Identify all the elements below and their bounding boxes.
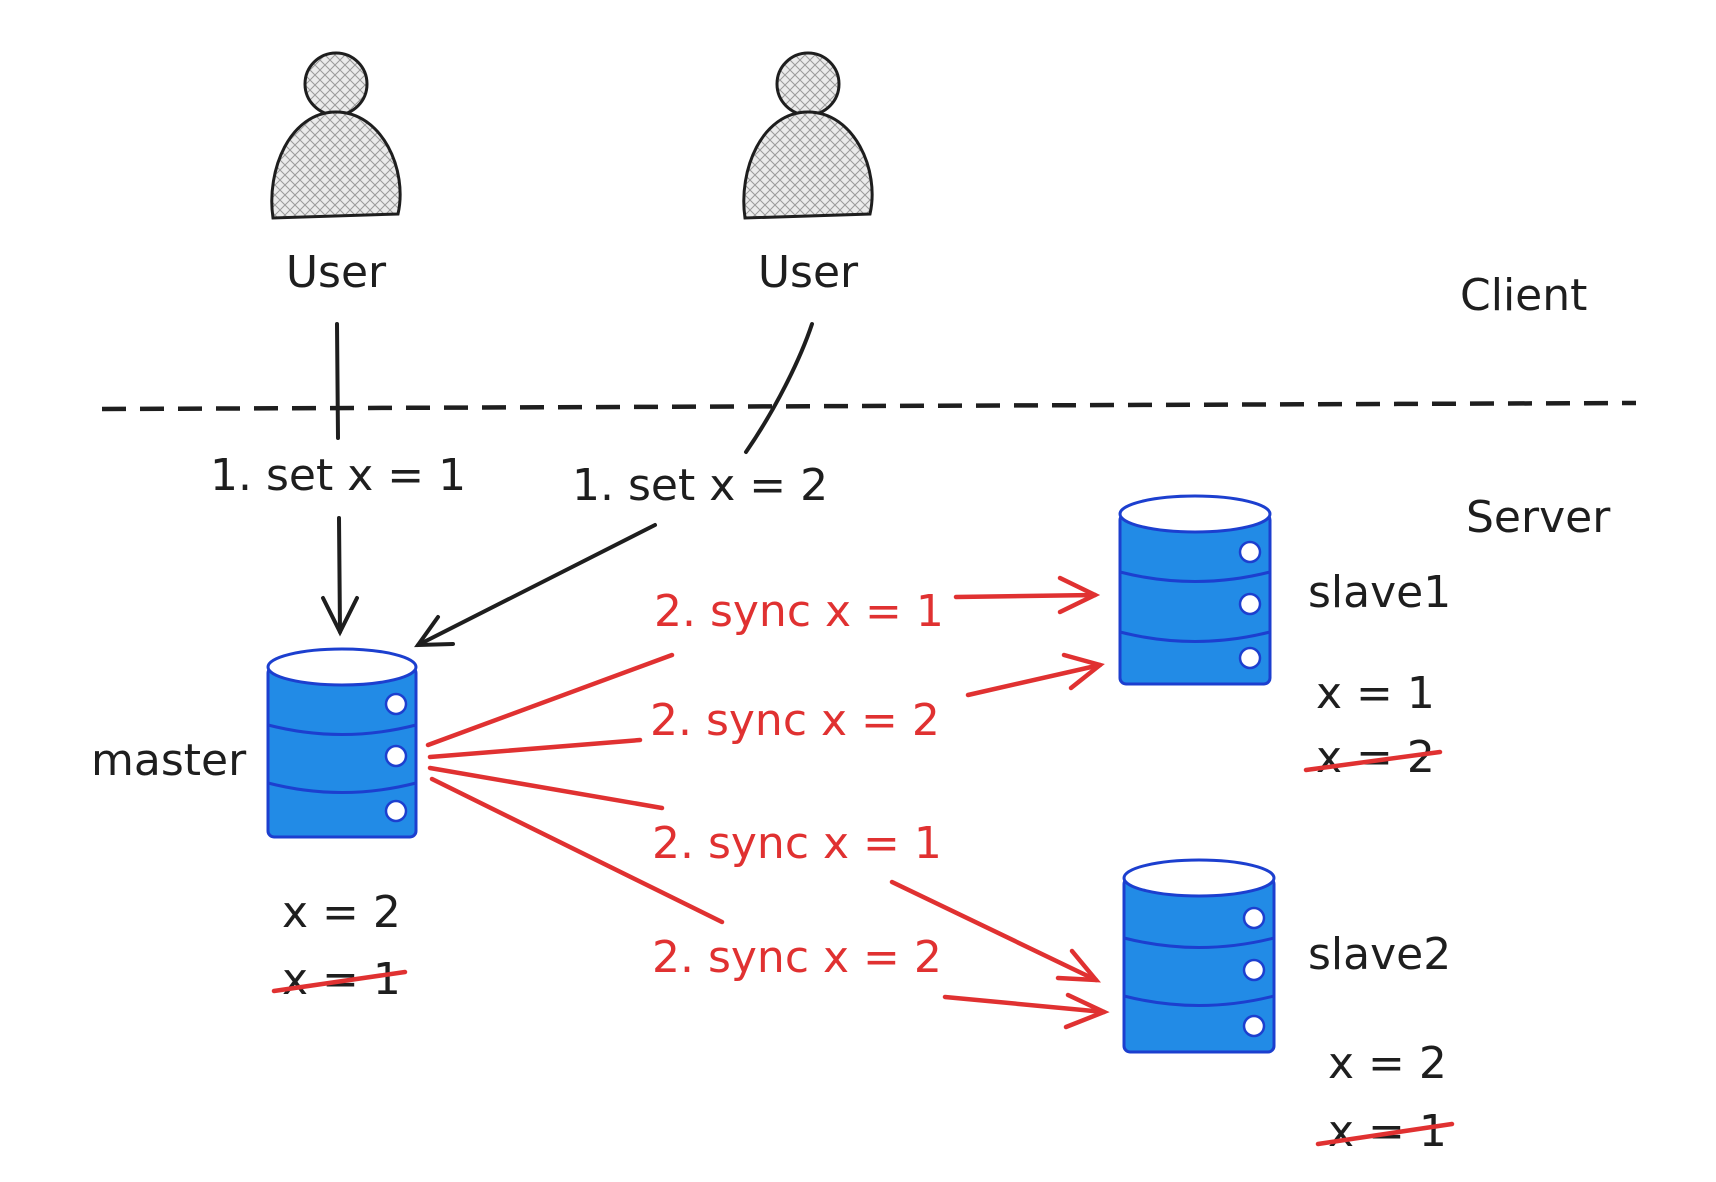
arrow-icon xyxy=(427,652,1105,760)
master-current-value: x = 2 xyxy=(282,887,401,938)
strikethrough-mark xyxy=(1315,1121,1455,1147)
client-zone-label: Client xyxy=(1460,270,1587,321)
arrow-icon xyxy=(321,322,359,637)
sync-label: 2. sync x = 1 xyxy=(654,586,944,637)
slave1-label: slave1 xyxy=(1308,567,1451,618)
request-label: 1. set x = 1 xyxy=(210,450,466,501)
user-icon xyxy=(742,51,874,220)
arrow-icon xyxy=(429,776,1110,1030)
slave2-current-value: x = 2 xyxy=(1328,1038,1447,1089)
arrow-icon xyxy=(427,765,1102,983)
request-label: 1. set x = 2 xyxy=(572,460,828,511)
strikethrough-mark xyxy=(1303,749,1443,773)
arrow-icon xyxy=(425,575,1101,748)
client-server-divider xyxy=(101,400,1637,412)
user-label: User xyxy=(286,247,387,298)
sync-label: 2. sync x = 1 xyxy=(652,818,942,869)
database-icon xyxy=(266,647,418,839)
user-label: User xyxy=(758,247,859,298)
database-icon xyxy=(1122,858,1276,1054)
sync-label: 2. sync x = 2 xyxy=(652,932,942,983)
master-label: master xyxy=(91,735,247,786)
slave1-struck-value: x = 2 xyxy=(1316,732,1435,783)
arrow-icon xyxy=(414,322,814,648)
server-zone-label: Server xyxy=(1466,492,1611,543)
slave2-label: slave2 xyxy=(1308,929,1451,980)
strikethrough-mark xyxy=(271,969,408,994)
sync-label: 2. sync x = 2 xyxy=(650,695,940,746)
user-icon xyxy=(270,51,402,220)
database-icon xyxy=(1118,494,1272,686)
slave1-current-value: x = 1 xyxy=(1316,668,1435,719)
